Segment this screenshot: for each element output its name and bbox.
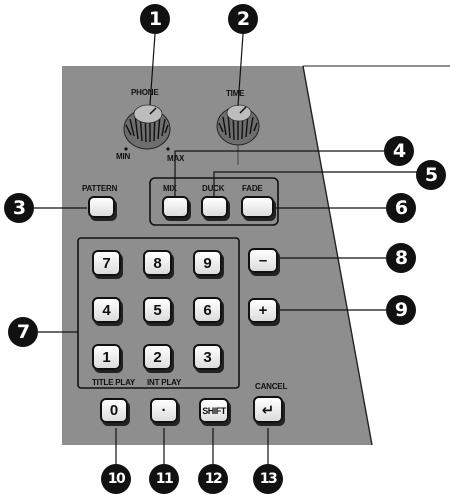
duck-button[interactable] <box>201 196 228 218</box>
key-dot[interactable]: · <box>150 398 178 423</box>
enter-button[interactable]: ↵ <box>253 396 283 423</box>
key-0[interactable]: 0 <box>100 398 128 423</box>
cancel-label: CANCEL <box>255 382 288 391</box>
duck-label: DUCK <box>202 184 225 193</box>
max-marker-dot <box>166 147 170 151</box>
callout-11: 11 <box>149 464 179 494</box>
key-6[interactable]: 6 <box>193 297 222 323</box>
key-4[interactable]: 4 <box>92 297 121 323</box>
min-marker-dot <box>124 147 128 151</box>
shift-button[interactable]: SHIFT <box>199 398 229 423</box>
fade-button[interactable] <box>241 196 274 218</box>
phone-label: PHONE <box>131 88 159 97</box>
pattern-button[interactable] <box>88 196 115 218</box>
callout-1: 1 <box>140 4 170 34</box>
callout-7: 7 <box>8 317 38 347</box>
key-9[interactable]: 9 <box>193 250 222 276</box>
minus-button[interactable]: – <box>248 248 278 273</box>
key-8[interactable]: 8 <box>143 250 172 276</box>
callout-13: 13 <box>253 464 283 494</box>
callout-8: 8 <box>386 243 416 273</box>
callout-9: 9 <box>386 295 416 325</box>
key-1[interactable]: 1 <box>92 344 121 370</box>
plus-button[interactable]: + <box>248 298 278 323</box>
key-7[interactable]: 7 <box>92 250 121 276</box>
pattern-label: PATTERN <box>82 184 118 193</box>
int-play-label: INT PLAY <box>147 378 182 387</box>
fade-label: FADE <box>242 184 263 193</box>
mix-button[interactable] <box>162 196 189 218</box>
max-label: MAX <box>167 154 185 163</box>
mix-label: MIX <box>163 184 177 193</box>
time-label: TIME <box>226 89 245 98</box>
key-2[interactable]: 2 <box>143 344 172 370</box>
callout-4: 4 <box>384 136 414 166</box>
leader-lines <box>33 33 420 467</box>
panel-bevel-edge <box>302 65 373 446</box>
min-label: MIN <box>116 152 131 161</box>
callout-6: 6 <box>386 193 416 223</box>
callout-10: 10 <box>101 464 131 494</box>
keypad-outline <box>77 237 240 389</box>
phone-knob[interactable] <box>123 104 171 150</box>
callout-5: 5 <box>416 160 446 190</box>
key-5[interactable]: 5 <box>143 297 172 323</box>
callout-12: 12 <box>198 464 228 494</box>
title-play-label: TITLE PLAY <box>92 378 136 387</box>
time-knob[interactable] <box>216 104 260 146</box>
callout-2: 2 <box>228 4 258 34</box>
key-3[interactable]: 3 <box>193 344 222 370</box>
callout-3: 3 <box>4 193 34 223</box>
